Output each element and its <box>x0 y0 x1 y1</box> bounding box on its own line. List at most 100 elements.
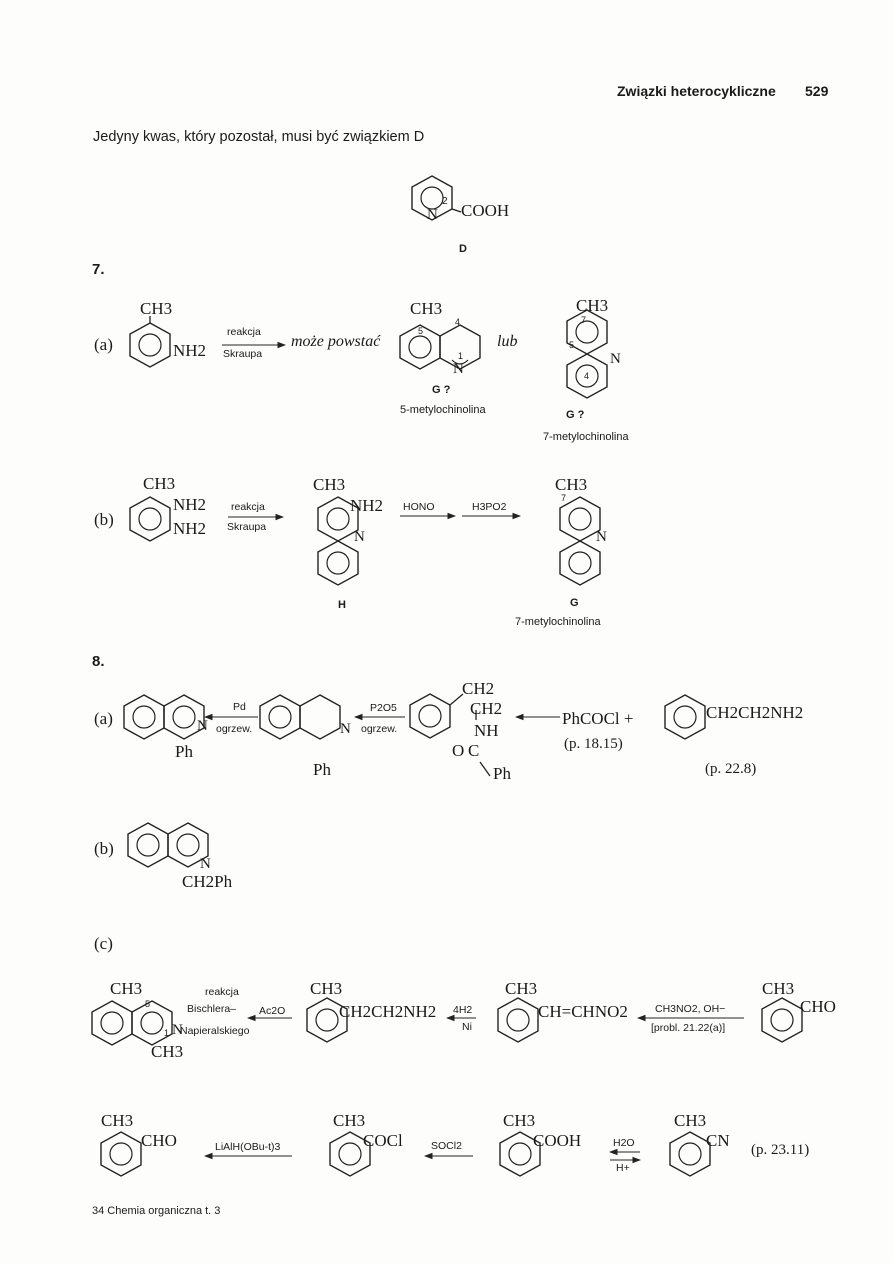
p7b-nh2-2: NH2 <box>173 519 207 538</box>
g1-pos1: 1 <box>458 351 464 361</box>
step-h3po2: H3PO2 <box>472 501 507 513</box>
ring-8d-r2 <box>329 1131 371 1177</box>
h2-4: 4H2 <box>453 1004 473 1016</box>
c-r1-pos5: 5 <box>145 999 151 1009</box>
ring-7a-start <box>129 322 171 368</box>
p8b-tag: (b) <box>94 839 114 858</box>
ring-8c-r2 <box>306 997 348 1043</box>
p8a-ogrzew-2: ogrzew. <box>361 723 398 735</box>
p7a-tag: (a) <box>94 335 113 354</box>
ring-8a-amide <box>409 693 451 739</box>
g1-name: 5-metylochinolina <box>400 404 486 416</box>
h-nh2: NH2 <box>350 496 384 515</box>
d-r1-ch3: CH3 <box>101 1111 134 1130</box>
d-r3-cooh: COOH <box>533 1131 582 1150</box>
p7a-reagent-top: reakcja <box>227 326 261 338</box>
g1-pos4: 4 <box>455 317 461 327</box>
g2-label: G ? <box>566 409 585 421</box>
p8a-p1-ph: Ph <box>175 742 193 761</box>
h2o: H2O <box>613 1137 635 1149</box>
c-r1-ch3-top: CH3 <box>110 979 143 998</box>
c-r2-chain: CH2CH2NH2 <box>339 1002 437 1021</box>
p8a-tag: (a) <box>94 709 113 728</box>
d-r4-cn: CN <box>706 1131 730 1150</box>
ring-h-b <box>317 540 359 586</box>
ring-g2-b <box>566 353 608 399</box>
d-r2-cocl: COCl <box>363 1131 403 1150</box>
h-label: H <box>338 599 346 611</box>
c-r1-pos1: 1 <box>164 1028 170 1038</box>
phcocl: PhCOCl + <box>562 709 634 728</box>
g2-name: 7-metylochinolina <box>543 431 629 443</box>
g2-ch3: CH3 <box>576 296 609 315</box>
p8a-amine-chain: CH2CH2NH2 <box>706 703 804 722</box>
ring-8a-p2-a <box>259 694 301 740</box>
p8a-p2-nitrogen: N <box>340 721 351 737</box>
ring-8c-r1-b <box>131 1000 173 1046</box>
d-r4-ch3: CH3 <box>674 1111 707 1130</box>
lub-text: lub <box>497 333 518 350</box>
ring-8a-p1-a <box>123 694 165 740</box>
g-ch3: CH3 <box>555 475 588 494</box>
p7a-middle-text: może powstać <box>291 333 381 350</box>
ni: Ni <box>462 1021 472 1033</box>
ring-7b-start <box>129 496 171 542</box>
p7a-nh2: NH2 <box>173 341 207 360</box>
ring-8c-r3 <box>497 997 539 1043</box>
d-r3-ch3: CH3 <box>503 1111 536 1130</box>
g2-pos7: 7 <box>581 315 587 325</box>
problem-8-number: 8. <box>92 653 105 670</box>
ch3no2-oh: CH3NO2, OH− <box>655 1003 726 1015</box>
amide-o: O <box>452 741 465 760</box>
ref-22-8: (p. 22.8) <box>705 761 757 777</box>
ring-8b-b <box>167 822 209 868</box>
c-r4-cho: CHO <box>800 997 836 1016</box>
d-r1-cho: CHO <box>141 1131 177 1150</box>
ring-g-b <box>559 540 601 586</box>
ring-8a-amine <box>664 694 706 740</box>
p8a-p2o5: P2O5 <box>370 702 397 714</box>
page-footer: 34 Chemia organiczna t. 3 <box>92 1205 221 1217</box>
step-hono: HONO <box>403 501 435 513</box>
p7a-reagent-bottom: Skraupa <box>223 348 263 360</box>
p7b-tag: (b) <box>94 510 114 529</box>
p7b-nh2-1: NH2 <box>173 495 207 514</box>
c-r1-ch3-bottom: CH3 <box>151 1042 184 1061</box>
g1-label: G ? <box>432 384 451 396</box>
bn-napieralskiego: Napieralskiego <box>180 1025 250 1037</box>
h-ch3: CH3 <box>313 475 346 494</box>
amide-ph: Ph <box>493 764 511 783</box>
p7b-ch3: CH3 <box>143 474 176 493</box>
g1-ch3: CH3 <box>410 299 443 318</box>
p8a-pd: Pd <box>233 701 246 713</box>
socl2: SOCl2 <box>431 1140 462 1152</box>
amide-c: C <box>468 741 480 760</box>
c-r4-ch3: CH3 <box>762 979 795 998</box>
problem-7-number: 7. <box>92 261 105 278</box>
ring-8a-p1-b <box>163 694 205 740</box>
c-r3-ch3: CH3 <box>505 979 538 998</box>
lialh: LiAlH(OBu-t)3 <box>215 1141 281 1153</box>
amide-ch2-b: CH2 <box>470 699 503 718</box>
d-cooh: COOH <box>461 201 510 220</box>
d-position: 2 <box>442 196 448 207</box>
g2-pos5: 5 <box>569 340 575 350</box>
probl-21-22a: [probl. 21.22(a)] <box>651 1022 726 1034</box>
ring-g1-b <box>439 324 481 370</box>
p8a-p1-nitrogen: N <box>197 718 208 734</box>
amide-ch2-a: CH2 <box>462 679 495 698</box>
ac2o: Ac2O <box>259 1005 286 1017</box>
g-label: G <box>570 597 579 609</box>
page-number: 529 <box>805 83 829 99</box>
c-r1-nitrogen: N <box>172 1022 183 1038</box>
running-header-title: Związki heterocykliczne <box>617 83 776 99</box>
amide-nh: NH <box>474 721 499 740</box>
ring-8c-r4 <box>761 997 803 1043</box>
ref-18-15: (p. 18.15) <box>564 736 623 752</box>
d-r2-ch3: CH3 <box>333 1111 366 1130</box>
c-r2-ch3: CH3 <box>310 979 343 998</box>
g-name: 7-metylochinolina <box>515 616 601 628</box>
ring-8b-a <box>127 822 169 868</box>
intro-sentence: Jedyny kwas, który pozostał, musi być zw… <box>93 129 425 145</box>
c-r3-chain: CH=CHNO2 <box>538 1002 628 1021</box>
